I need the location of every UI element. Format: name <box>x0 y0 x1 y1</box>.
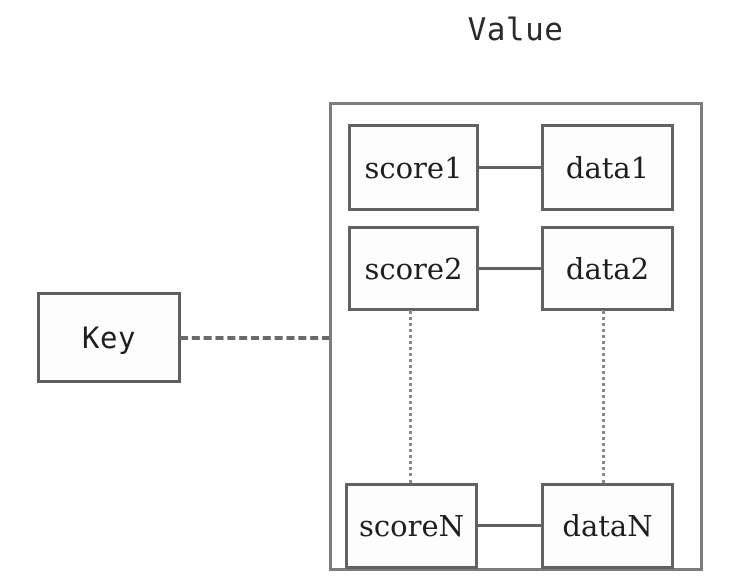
data-node-1[interactable]: data1 <box>541 124 674 211</box>
ellipsis-dotted-line-data <box>602 310 605 484</box>
data-node-2[interactable]: data2 <box>541 226 674 311</box>
score-node-2-label: score2 <box>364 251 463 286</box>
data-node-n[interactable]: dataN <box>541 483 674 569</box>
score-node-n[interactable]: scoreN <box>345 483 478 569</box>
data-node-n-label: dataN <box>562 509 653 543</box>
connector-row-1 <box>477 166 543 169</box>
score-node-2[interactable]: score2 <box>348 226 479 311</box>
key-to-value-dashed-connector <box>180 336 330 340</box>
score-node-1-label: score1 <box>364 150 463 185</box>
connector-row-2 <box>477 267 543 270</box>
connector-row-n <box>477 524 543 527</box>
value-title-wrap: Value <box>329 10 702 50</box>
data-node-2-label: data2 <box>565 251 650 286</box>
score-node-1[interactable]: score1 <box>348 124 479 211</box>
key-node[interactable]: Key <box>37 292 181 383</box>
data-node-1-label: data1 <box>565 150 650 185</box>
ellipsis-dotted-line-score <box>409 310 412 484</box>
page-title: Value <box>467 12 564 48</box>
key-node-label: Key <box>82 320 136 355</box>
score-node-n-label: scoreN <box>359 509 464 543</box>
